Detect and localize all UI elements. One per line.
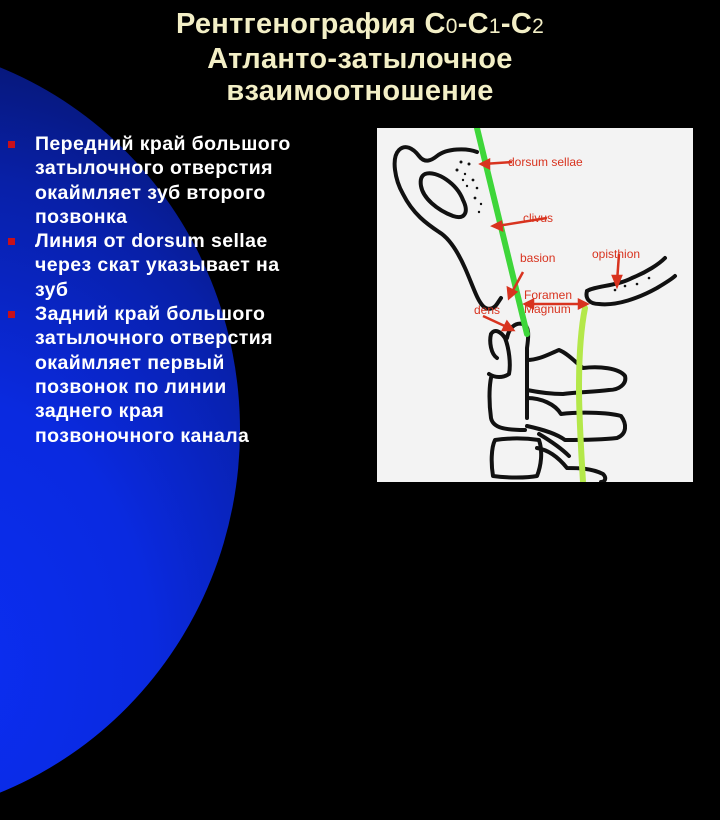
posterior-canal-line xyxy=(575,305,588,482)
c2-posterior xyxy=(525,396,628,442)
bullet-line: окаймляет первый xyxy=(35,351,225,374)
c3-posterior xyxy=(535,446,608,482)
bullet-line: позвонок по линии xyxy=(35,375,227,398)
c2-c3-link xyxy=(537,432,571,458)
bullet-line: Передний край большого xyxy=(35,133,291,155)
bullet-line: заднего края xyxy=(35,400,165,423)
title-sub-1: 1 xyxy=(488,15,501,38)
title-sep: -C xyxy=(500,8,533,40)
opisthion-outline xyxy=(585,256,667,293)
title-line-3: взаимоотношение xyxy=(226,75,494,107)
opisthion-outline-lower xyxy=(584,274,677,307)
occipital-outline xyxy=(392,145,503,311)
square-bullet-icon xyxy=(8,311,15,319)
label-dorsum-sellae: dorsum sellae xyxy=(508,155,583,169)
title-line-1: Рентгенография C0-C1-C2 xyxy=(100,8,620,43)
bullet-line: позвоночного канала xyxy=(35,424,250,447)
spine-skull-drawing xyxy=(392,128,677,482)
title-sub-0: 0 xyxy=(445,15,458,38)
c1-posterior xyxy=(525,348,628,396)
bullet-item: Линия от dorsum sellae через скат указыв… xyxy=(0,229,370,302)
label-dens: dens xyxy=(474,303,501,317)
title-line-2: Атланто-затылочное xyxy=(207,43,513,75)
bullet-line: Задний край большого xyxy=(35,303,266,326)
bullet-line: затылочного отверстия xyxy=(35,157,273,180)
slide-title: Рентгенография C0-C1-C2 Атланто-затылочн… xyxy=(100,8,620,107)
bullet-line: затылочного отверстия xyxy=(35,327,273,350)
square-bullet-icon xyxy=(8,238,15,246)
bullet-line: позвонка xyxy=(35,205,128,228)
c2-body xyxy=(487,376,527,432)
bullet-item: Передний край большого затылочного отвер… xyxy=(0,132,370,229)
title-sep: -C xyxy=(457,8,489,40)
craniovertebral-diagram: dorsum sellae clivus basion opisthion Fo… xyxy=(377,128,693,482)
label-clivus: clivus xyxy=(523,211,554,225)
square-bullet-icon xyxy=(8,141,15,148)
bullet-item: Задний край большого затылочного отверст… xyxy=(0,302,370,448)
clivus-arrow xyxy=(496,216,548,228)
bullet-line: окаймляет зуб второго xyxy=(35,181,266,204)
title-sub-2: 2 xyxy=(532,15,545,38)
bullet-line: через скат указывает на xyxy=(35,254,280,277)
label-basion: basion xyxy=(520,251,556,265)
bullet-line: зуб xyxy=(35,278,69,301)
bullet-line: Линия от dorsum sellae xyxy=(35,230,268,253)
title-text: Рентгенография xyxy=(175,8,425,40)
inner-oval xyxy=(418,171,468,219)
label-foramen: Foramen xyxy=(524,288,573,302)
label-opisthion: opisthion xyxy=(592,247,641,261)
label-magnum: Magnum xyxy=(524,302,571,316)
c3-body xyxy=(489,436,544,480)
bone-speckles xyxy=(455,160,651,292)
title-c: C xyxy=(424,8,446,40)
bullet-list: Передний край большого затылочного отвер… xyxy=(0,132,370,448)
